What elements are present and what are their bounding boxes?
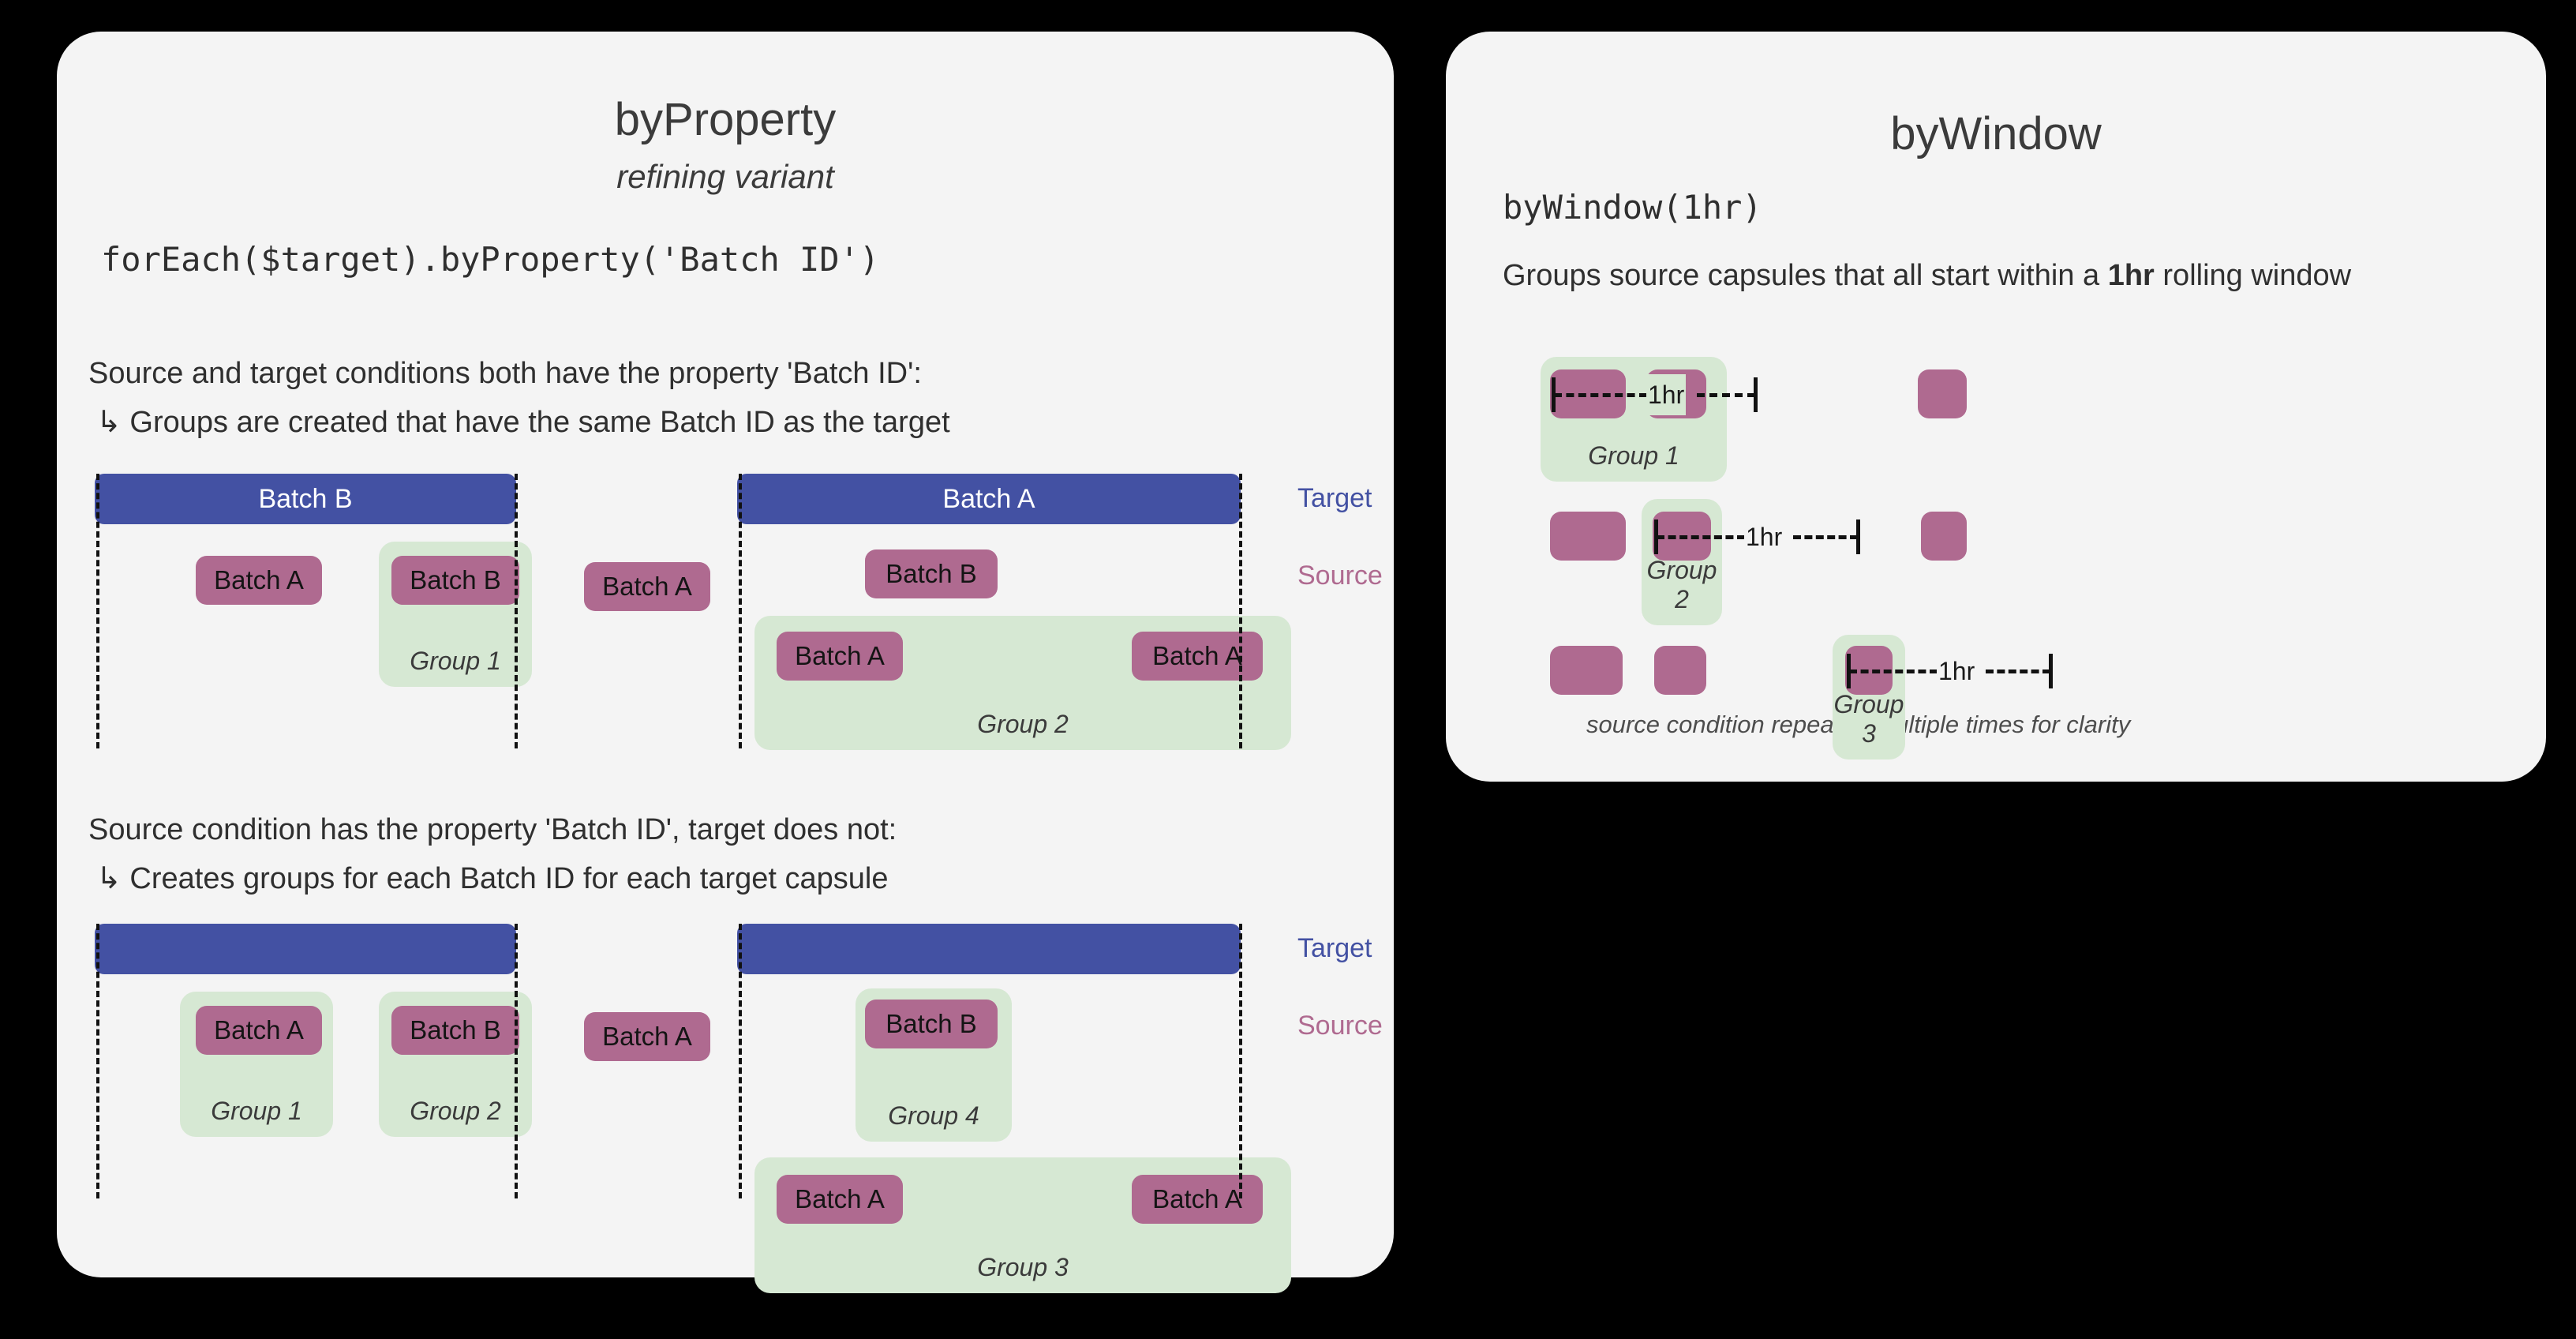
- source-capsule: [1921, 512, 1967, 561]
- bywindow-desc-pre: Groups source capsules that all start wi…: [1503, 259, 2108, 292]
- group-label: Group 2: [1646, 556, 1717, 613]
- axis-label-source: Source: [1297, 561, 1383, 591]
- boundary-line: [1239, 474, 1242, 748]
- group-label: Group 1: [410, 647, 501, 675]
- boundary-line: [515, 924, 518, 1198]
- section1-diagram: Batch B Batch A Group 1 Group 2 Batch A …: [57, 474, 1394, 758]
- group-label: Group 3: [1833, 690, 1904, 748]
- boundary-line: [515, 474, 518, 748]
- bywindow-desc-post: rolling window: [2154, 259, 2352, 292]
- source-capsule: Batch A: [777, 632, 903, 681]
- measure-tick-start: [1654, 519, 1658, 554]
- source-capsule: Batch A: [196, 1006, 322, 1055]
- axis-label-source: Source: [1297, 1011, 1383, 1041]
- bywindow-desc-bold: 1hr: [2107, 259, 2155, 292]
- source-capsule: Batch A: [196, 556, 322, 605]
- bywindow-title: byWindow: [1890, 108, 2102, 159]
- measure-line: [1849, 670, 1938, 673]
- measure-label: 1hr: [1937, 651, 1977, 692]
- target-bar: [737, 924, 1241, 974]
- group-label: Group 1: [1588, 441, 1679, 470]
- card-bywindow: byWindow byWindow(1hr) Groups source cap…: [1446, 32, 2546, 782]
- source-capsule: Batch A: [1132, 1175, 1263, 1224]
- bywindow-code: byWindow(1hr): [1503, 188, 1762, 227]
- group-label: Group 1: [211, 1097, 302, 1125]
- measure-line: [1697, 393, 1755, 397]
- bywindow-diagram: Group 1 1hr Group 2 1hr: [1446, 347, 2546, 760]
- group-label: Group 2: [410, 1097, 501, 1125]
- measure-tick-end: [1754, 377, 1758, 412]
- section2-description: Source condition has the property 'Batch…: [88, 813, 897, 846]
- measure-line: [1554, 393, 1647, 397]
- target-bar: Batch B: [95, 474, 516, 524]
- target-bar: [95, 924, 516, 974]
- boundary-line: [739, 924, 742, 1198]
- window-measure: 1hr: [1654, 513, 1861, 561]
- target-bar: Batch A: [737, 474, 1241, 524]
- source-capsule: Batch A: [1132, 632, 1263, 681]
- measure-label: 1hr: [1744, 516, 1784, 557]
- axis-label-target: Target: [1297, 483, 1372, 513]
- section1-description: Source and target conditions both have t…: [88, 357, 922, 390]
- source-capsule: Batch B: [865, 549, 998, 598]
- byproperty-title: byProperty: [614, 94, 837, 145]
- window-measure: 1hr: [1552, 371, 1758, 418]
- axis-label-target: Target: [1297, 933, 1372, 963]
- window-measure: 1hr: [1847, 647, 2054, 695]
- source-capsule: [1918, 369, 1967, 418]
- measure-tick-end: [2049, 654, 2053, 688]
- boundary-line: [1239, 924, 1242, 1198]
- measure-line: [1657, 535, 1745, 539]
- source-capsule: Batch A: [584, 562, 710, 611]
- measure-tick-end: [1856, 519, 1860, 554]
- measure-tick-start: [1552, 377, 1556, 412]
- section2-diagram: Group 1 Group 2 Group 4 Group 3 Batch A …: [57, 924, 1394, 1293]
- group-label: Group 3: [977, 1253, 1069, 1281]
- measure-tick-start: [1847, 654, 1851, 688]
- section1-description-detail: ↳ Groups are created that have the same …: [96, 406, 950, 439]
- group-label: Group 2: [977, 710, 1069, 738]
- source-capsule: [1654, 646, 1706, 695]
- boundary-line: [739, 474, 742, 748]
- section2-description-detail: ↳ Creates groups for each Batch ID for e…: [96, 862, 889, 895]
- boundary-line: [96, 474, 99, 748]
- source-capsule: [1550, 512, 1626, 561]
- measure-line: [1793, 535, 1858, 539]
- source-capsule: [1550, 646, 1623, 695]
- source-capsule: Batch B: [391, 556, 519, 605]
- source-capsule: Batch A: [777, 1175, 903, 1224]
- card-byproperty: byProperty refining variant forEach($tar…: [57, 32, 1394, 1293]
- byproperty-subtitle: refining variant: [616, 158, 834, 195]
- source-capsule: Batch B: [391, 1006, 519, 1055]
- source-capsule: Batch B: [865, 1000, 998, 1048]
- boundary-line: [96, 924, 99, 1198]
- byproperty-code: forEach($target).byProperty('Batch ID'): [101, 240, 880, 279]
- source-capsule: Batch A: [584, 1012, 710, 1061]
- measure-label: 1hr: [1646, 374, 1687, 415]
- group-label: Group 4: [888, 1101, 979, 1130]
- measure-line: [1986, 670, 2050, 673]
- bywindow-description: Groups source capsules that all start wi…: [1503, 259, 2351, 293]
